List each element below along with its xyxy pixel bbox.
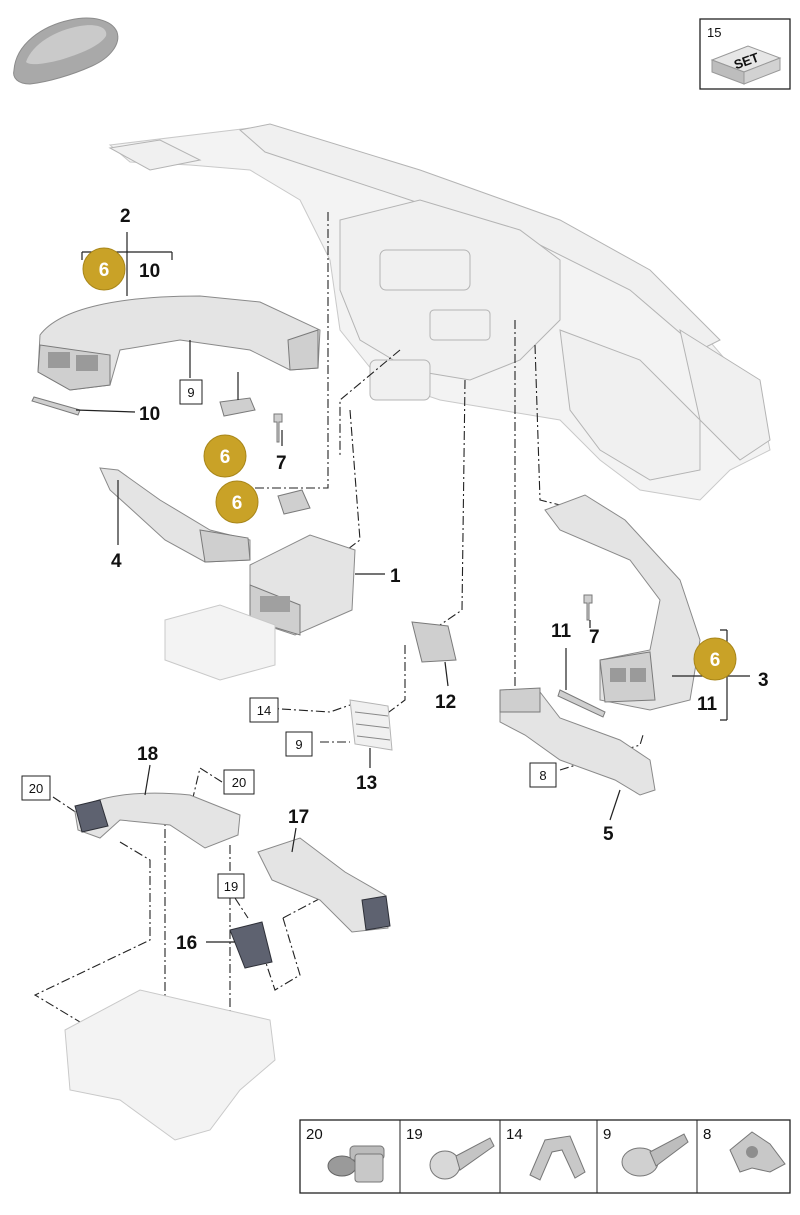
callout-10: 10 [139,404,160,425]
legend-cell-20[interactable]: 20 [306,1126,385,1183]
dashboard-carrier [108,123,771,501]
callout-11: 11 [551,621,572,642]
flange-screw-icon [621,1133,689,1177]
ref-box-20[interactable]: 20 [223,769,255,795]
legend-cell-9[interactable]: 9 [603,1126,689,1177]
svg-text:6: 6 [220,447,231,468]
right-air-duct-part[interactable] [544,494,701,711]
vehicle-icon [13,17,119,85]
legend-cell-8[interactable]: 8 [703,1126,786,1173]
svg-text:9: 9 [187,385,194,400]
svg-text:14: 14 [506,1126,523,1143]
center-vent-part[interactable] [249,534,356,636]
console-duct-part[interactable] [257,837,389,933]
duct-adapter-part[interactable] [229,921,273,969]
grille-part[interactable] [349,699,393,751]
svg-text:19: 19 [224,879,238,894]
callout-7: 7 [276,453,287,474]
ref-box-9[interactable]: 9 [179,379,203,405]
ref-box-9[interactable]: 9 [285,731,313,757]
ref-box-8[interactable]: 8 [529,762,557,788]
svg-text:8: 8 [703,1126,711,1143]
svg-text:9: 9 [603,1126,611,1143]
svg-text:6: 6 [710,650,721,671]
badge-6[interactable]: 6 [693,637,737,681]
legend-cell-19[interactable]: 19 [406,1126,495,1180]
pin-part[interactable] [273,413,283,443]
expanding-nut-icon [729,1131,786,1173]
fastener-legend: 20 19 14 9 [299,1119,791,1194]
trim-strip-part[interactable] [31,396,81,416]
badge-6[interactable]: 6 [215,480,259,524]
plastic-rivet-icon [327,1145,385,1183]
mounting-bracket-part[interactable] [411,621,457,663]
callout-17: 17 [288,807,309,828]
set-box[interactable]: 15 SET [699,18,791,90]
badge-6[interactable]: 6 [82,247,126,291]
callout-12: 12 [435,692,456,713]
svg-text:20: 20 [306,1126,323,1143]
trim-strip-part[interactable] [557,689,606,718]
callout-10: 10 [139,261,160,282]
svg-text:20: 20 [232,775,246,790]
vent-housing-ghost [164,604,276,681]
pan-head-screw-icon [429,1137,495,1180]
callout-5: 5 [603,824,614,845]
ref-box-20[interactable]: 20 [21,775,51,801]
callout-11: 11 [697,694,718,715]
callout-16: 16 [176,933,197,954]
rear-duct-inlet [74,799,109,833]
callout-13: 13 [356,773,377,794]
svg-text:8: 8 [539,768,546,783]
svg-text:6: 6 [232,493,243,514]
callout-2: 2 [120,206,131,227]
left-air-duct-part[interactable] [37,295,321,391]
callout-7: 7 [589,627,600,648]
console-frame-ghost [64,989,276,1141]
bracket-part[interactable] [219,397,311,515]
svg-text:9: 9 [295,737,302,752]
side-duct-outlet [199,529,251,563]
ref-box-14[interactable]: 14 [249,697,279,723]
callout-3: 3 [758,670,769,691]
callout-1: 1 [390,566,401,587]
console-duct-outlet [361,895,391,931]
legend-cell-14[interactable]: 14 [506,1126,586,1181]
badge-6[interactable]: 6 [203,434,247,478]
svg-text:14: 14 [257,703,271,718]
callout-18: 18 [137,744,158,765]
footwell-duct-part[interactable] [499,691,656,796]
svg-text:19: 19 [406,1126,423,1143]
set-box-number: 15 [707,25,721,40]
svg-text:20: 20 [29,781,43,796]
svg-text:6: 6 [99,260,110,281]
callout-4: 4 [111,551,122,572]
footwell-duct-inlet [499,687,541,713]
ref-box-19[interactable]: 19 [217,873,245,899]
pin-part[interactable] [583,594,593,621]
spring-clip-icon [529,1135,586,1181]
